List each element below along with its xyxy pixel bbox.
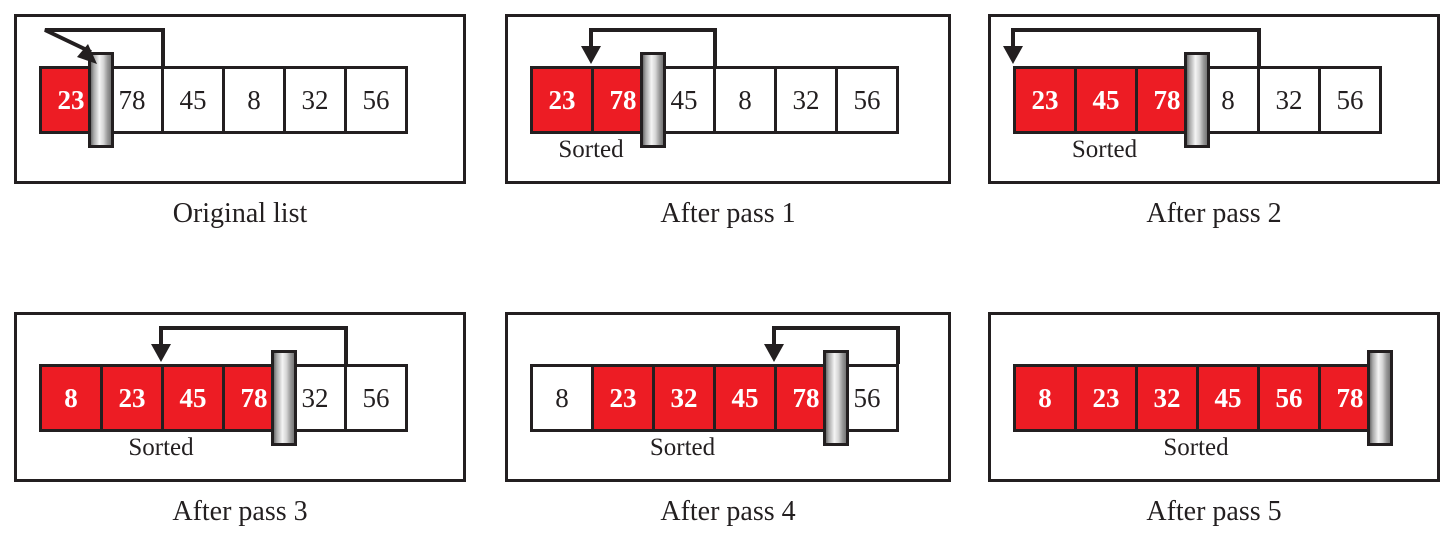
array-cell[interactable]: 32	[283, 66, 347, 134]
panel-caption: After pass 5	[1146, 496, 1282, 527]
sorted-region-label: Sorted	[558, 136, 624, 163]
array-cell[interactable]: 8	[39, 364, 103, 432]
array-cell[interactable]: 8	[1013, 364, 1077, 432]
array-cell[interactable]: 8	[530, 364, 594, 432]
panel-caption: After pass 3	[172, 496, 308, 527]
array-cell[interactable]: 32	[652, 364, 716, 432]
sliding-divider-bar-icon[interactable]	[88, 52, 114, 148]
array-cell[interactable]: 23	[1074, 364, 1138, 432]
array-cell[interactable]: 32	[774, 66, 838, 134]
array-cell[interactable]: 23	[530, 66, 594, 134]
sorted-region-label: Sorted	[649, 434, 716, 461]
array-cell[interactable]: 23	[100, 364, 164, 432]
array-cell[interactable]: 56	[344, 66, 408, 134]
sliding-divider-bar-icon[interactable]	[823, 350, 849, 446]
array-cell[interactable]: 32	[1135, 364, 1199, 432]
array-cell[interactable]: 45	[1196, 364, 1260, 432]
panel-caption: After pass 4	[660, 496, 796, 527]
array-cell[interactable]: 32	[1257, 66, 1321, 134]
array-cell[interactable]: 45	[713, 364, 777, 432]
array-cell[interactable]: 45	[161, 66, 225, 134]
sliding-divider-bar-icon[interactable]	[271, 350, 297, 446]
array-cell[interactable]: 8	[222, 66, 286, 134]
array-cell[interactable]: 23	[591, 364, 655, 432]
array-cell[interactable]: 56	[835, 66, 899, 134]
sorted-region-label: Sorted	[1163, 434, 1229, 461]
array-cell[interactable]: 8	[713, 66, 777, 134]
sliding-divider-bar-icon[interactable]	[1184, 52, 1210, 148]
array-cell[interactable]: 56	[1257, 364, 1321, 432]
sliding-divider-bar-icon[interactable]	[1367, 350, 1393, 446]
array-cell[interactable]: 45	[161, 364, 225, 432]
panel-caption: After pass 2	[1146, 198, 1282, 229]
panel-caption: After pass 1	[660, 198, 796, 229]
sliding-divider-bar-icon[interactable]	[640, 52, 666, 148]
sorted-region-label: Sorted	[1071, 136, 1138, 163]
array-cell[interactable]: 56	[344, 364, 408, 432]
array-cell[interactable]: 23	[1013, 66, 1077, 134]
array-cell[interactable]: 56	[1318, 66, 1382, 134]
sorted-region-label: Sorted	[128, 434, 194, 461]
panel-caption: Original list	[172, 198, 308, 229]
array-cell[interactable]: 45	[1074, 66, 1138, 134]
